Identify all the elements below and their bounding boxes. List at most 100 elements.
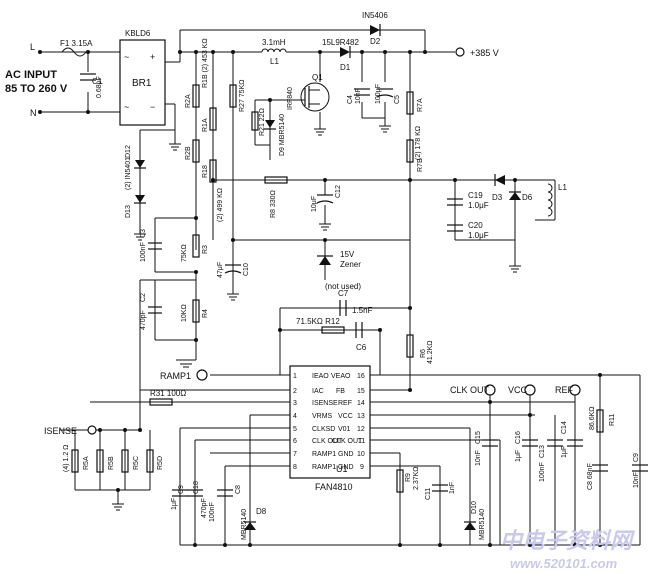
pin-6-num: 6 [293, 438, 297, 445]
resistor-r31 [149, 398, 173, 406]
capacitor-c2 [148, 306, 162, 314]
pin-15-name: FB [336, 388, 345, 395]
pin-9-name: GND [338, 464, 354, 471]
pin-15-num: 15 [357, 388, 365, 395]
pin-10-name: GND [338, 451, 354, 458]
label-c15-val: 10nF [475, 450, 482, 466]
label-r7a: R7A [417, 98, 424, 112]
resistor-r11 [596, 409, 604, 433]
label-c11: C11 [425, 488, 432, 500]
label-c16: C16 [515, 431, 522, 444]
diode-d1 [340, 46, 351, 58]
label-c12-val: 10μF [311, 196, 318, 212]
pin-12-num: 12 [357, 426, 365, 433]
label-r9: R9 [405, 473, 412, 482]
label-ramp1: RAMP1 [160, 371, 191, 381]
pin-1-name: IEAO [312, 373, 329, 380]
label-d10: D10 [471, 501, 478, 514]
label-irf840: IRF840 [287, 87, 294, 110]
label-c3-val: 100nF [140, 242, 147, 262]
label-l1-aux: L1 [558, 183, 567, 192]
pin-13-num: 13 [357, 413, 365, 420]
svg-text:+: + [150, 52, 155, 62]
resistor-r8 [264, 176, 288, 184]
label-c2: C2 [140, 293, 147, 302]
svg-text:~: ~ [124, 102, 129, 112]
capacitor-c5 [376, 88, 394, 98]
label-c13-val: 100nF [539, 462, 546, 482]
ic-name: U1 [336, 464, 348, 474]
label-ac-range: 85 TO 260 V [5, 83, 68, 95]
label-ref: REF [555, 385, 574, 395]
bridge-br1: ~ + ~ − [119, 39, 166, 126]
label-vcc: VCC [508, 385, 528, 395]
pin-5-name: CLKSD [312, 426, 335, 433]
label-d13: D13 [125, 205, 132, 218]
resistors-divider [192, 84, 414, 358]
label-in5406: IN5406 [362, 11, 388, 20]
ground-symbols [112, 122, 521, 511]
diode-d12 [134, 160, 146, 169]
diode-d3 [494, 174, 505, 186]
pin-11-num: 11 [358, 438, 365, 445]
label-c4: C4 [347, 95, 354, 104]
label-q1: Q1 [312, 73, 323, 82]
ic-u1 [289, 365, 371, 479]
label-c9r-val: 10nF [633, 472, 640, 488]
label-c8-left: C8 [235, 485, 242, 494]
label-r27: R27 75KΩ [239, 80, 246, 112]
label-c1-val: 0.68μF [96, 76, 103, 98]
inductor-l1 [261, 48, 287, 53]
pin-6-name: CLK OUT [312, 438, 343, 445]
label-c1: C1 [92, 77, 103, 86]
label-c14: C14 [561, 421, 568, 434]
pin-12-name: V01 [338, 426, 351, 433]
label-r21: R21 22Ω [259, 108, 266, 136]
label-r11-val: 86.6KΩ [589, 406, 596, 430]
pin-11-name: CLK OUT [332, 438, 363, 445]
label-c9r: C9 [633, 453, 640, 462]
resistor-r21 [251, 111, 259, 131]
label-c4-val: 10nF [355, 88, 362, 104]
inductor-l1-aux [547, 183, 553, 217]
watermark-text: 中电子资料网 [500, 528, 635, 553]
label-c7: C7 [338, 289, 349, 298]
resistor-r12 [321, 326, 345, 334]
label-d12-val: (2) IN5401 [125, 157, 132, 190]
label-c9: C9 [178, 485, 185, 494]
pin-7-name: RAMP1 [312, 451, 336, 458]
capacitor-c10 [224, 264, 242, 274]
label-l1: L1 [270, 57, 279, 66]
label-r12: 71.5KΩ R12 [296, 317, 340, 326]
capacitor-c12 [316, 194, 334, 204]
diode-d8 [244, 521, 256, 530]
label-n: N [30, 108, 37, 118]
label-f1: F1 3.15A [60, 39, 93, 48]
label-r6-val: 41.2KΩ [427, 340, 434, 364]
capacitor-c3 [148, 242, 162, 250]
ic-part: FAN4810 [315, 482, 353, 492]
labels: AC INPUT 85 TO 260 V L N F1 3.15A KBLD6 … [5, 11, 640, 540]
junction-dots [86, 50, 602, 547]
wires [38, 29, 641, 546]
label-c5-val: 100μF [375, 84, 382, 104]
label-ac-title: AC INPUT [5, 69, 57, 81]
label-c11-val: 1nF [449, 482, 456, 494]
ic-pin-labels: 1 IEAO 2 IAC 3 ISENSE 4 VRMS 5 CLKSD 6 C… [293, 373, 365, 492]
diode-d9 [264, 120, 276, 130]
capacitors-bottom [172, 439, 648, 497]
capacitor-c20 [447, 224, 463, 232]
pin-13-name: VCC [338, 413, 353, 420]
svg-text:−: − [150, 102, 155, 112]
diode-d10 [464, 521, 476, 530]
label-zener2: Zener [340, 260, 361, 269]
pin-8-num: 8 [293, 464, 297, 471]
label-c18-val: 470pF [201, 498, 208, 518]
label-d12: D12 [125, 145, 132, 158]
label-r4: R4 [202, 309, 209, 318]
label-c14-val: 1μF [561, 446, 568, 458]
label-r8: R8 330Ω [270, 190, 277, 218]
label-d10-part: MBR5140 [479, 509, 486, 540]
pin-4-name: VRMS [312, 413, 333, 420]
